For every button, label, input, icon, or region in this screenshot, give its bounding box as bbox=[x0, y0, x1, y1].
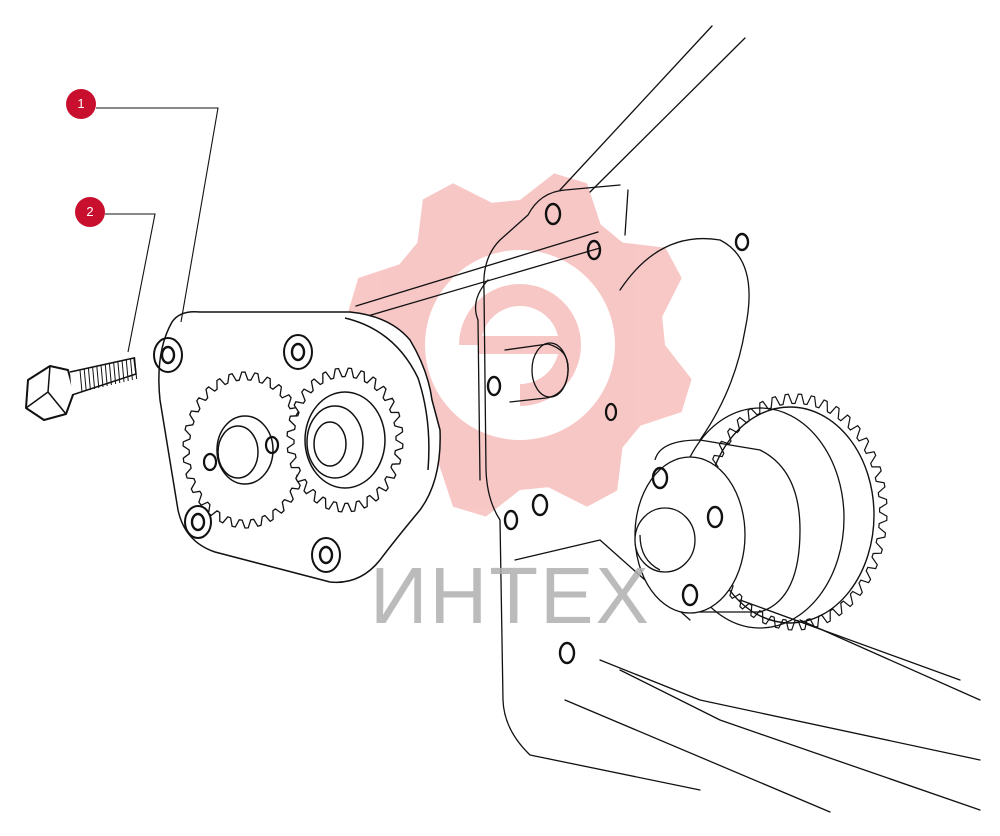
bolt-head bbox=[25, 365, 75, 421]
bolt-shank bbox=[69, 357, 137, 396]
pump-bolt-boss bbox=[318, 545, 334, 565]
hub-hole bbox=[681, 583, 699, 607]
leader-lines bbox=[96, 107, 219, 353]
oil-pump bbox=[153, 310, 441, 584]
hub-hole bbox=[706, 505, 724, 529]
engine-housing bbox=[353, 25, 981, 813]
bolt bbox=[25, 356, 138, 421]
hub-hole bbox=[651, 466, 669, 490]
leader-line-2 bbox=[105, 213, 156, 353]
callout-2[interactable]: 2 bbox=[75, 197, 105, 227]
watermark-text: ИНТЕХ bbox=[370, 551, 651, 640]
housing-bolt-hole bbox=[503, 509, 519, 531]
housing-bolt-hole bbox=[486, 375, 502, 397]
pump-bolt-boss bbox=[190, 512, 206, 532]
pump-bolt-boss bbox=[153, 337, 183, 373]
pump-bolt-boss bbox=[184, 505, 212, 539]
watermark-gear-hole bbox=[460, 285, 580, 405]
housing-bolt-hole bbox=[604, 402, 618, 422]
leader-line-1 bbox=[96, 107, 219, 323]
housing-bolt-hole bbox=[586, 239, 602, 261]
housing-bolt-hole bbox=[734, 232, 750, 252]
housing-bolt-hole bbox=[531, 493, 549, 517]
pump-bolt-boss bbox=[283, 334, 313, 370]
watermark-inner-e bbox=[459, 284, 581, 406]
housing-bolt-hole bbox=[558, 641, 576, 665]
idler-gear bbox=[634, 393, 888, 631]
bolt-thread bbox=[79, 356, 138, 393]
pump-bolt-boss bbox=[311, 537, 341, 573]
callout-1[interactable]: 1 bbox=[66, 89, 96, 119]
pump-bolt-boss bbox=[160, 345, 176, 365]
pump-bolt-boss bbox=[290, 342, 306, 362]
housing-bolt-hole bbox=[544, 202, 562, 226]
